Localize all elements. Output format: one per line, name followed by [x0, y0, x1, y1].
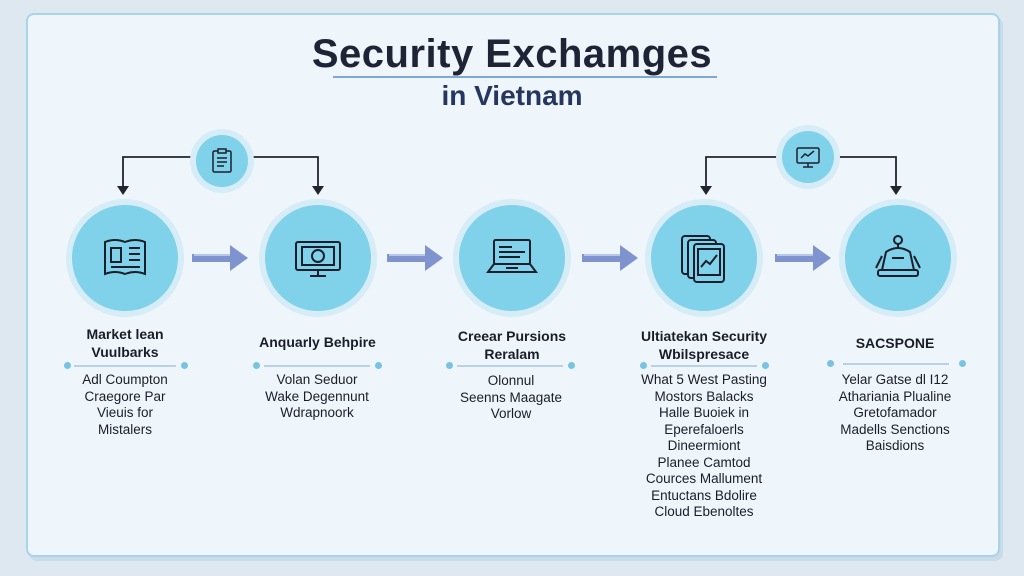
step-3-node	[459, 205, 565, 311]
description-line: Yelar Gatse dl I12	[841, 372, 949, 387]
step-2-node	[265, 205, 371, 311]
description-line: Vieuis for	[96, 405, 154, 420]
bullet-dot	[64, 362, 71, 369]
monitor-icon	[796, 147, 820, 168]
step-4-heading-line: Ultiatekan Security	[640, 328, 768, 344]
heading-rule	[457, 365, 563, 367]
robot-icon	[875, 235, 921, 277]
heading-rule	[651, 365, 757, 367]
bullet-dot	[181, 362, 188, 369]
diagram-subtitle: in Vietnam	[441, 80, 583, 111]
description-line: Athariania Plualine	[838, 388, 952, 404]
description-line: Craegore Par	[84, 388, 166, 404]
step-4-description: What 5 West Pasting Mostors Balacks Hall…	[622, 372, 786, 521]
flow-arrow-3	[582, 245, 638, 271]
step-5-heading: SACSPONE	[830, 334, 960, 352]
description-line: What 5 West Pasting	[641, 372, 767, 387]
description-line: Planee Camtod	[657, 454, 751, 470]
bullet-dot	[640, 362, 647, 369]
step-1-heading-line: Vuulbarks	[91, 344, 159, 360]
step-1-heading: Market lean Vuulbarks	[60, 325, 190, 361]
description-line: Mistalers	[97, 421, 152, 437]
laptop-icon	[486, 239, 538, 273]
cash-monitor-icon	[295, 241, 341, 277]
step-4-heading: Ultiatekan Security Wbilspresace	[620, 327, 788, 363]
step-4-heading-line: Wbilspresace	[658, 346, 750, 362]
description-line: Olonnul	[487, 373, 535, 388]
step-2-description: Volan Seduor Wake Degennunt Wdrapnoork	[242, 372, 392, 422]
tablet-stack-icon	[681, 235, 725, 283]
description-line: Adl Coumpton	[82, 372, 168, 387]
description-line: Seenns Maagate	[459, 389, 563, 405]
connector-node-2	[782, 131, 834, 183]
step-1-node	[72, 205, 178, 311]
bullet-dot	[446, 362, 453, 369]
step-5-description: Yelar Gatse dl I12 Athariania Plualine G…	[820, 372, 970, 455]
description-line: Vorlow	[490, 406, 532, 421]
description-line: Cources Mallument	[645, 471, 763, 486]
description-line: Entuctans Bdolire	[651, 487, 757, 503]
bullet-dot	[375, 362, 382, 369]
heading-rule	[264, 365, 370, 367]
description-line: Halle Buoiek in	[658, 405, 750, 420]
connector-node-1	[196, 135, 248, 187]
description-line: Cloud Ebenoltes	[654, 504, 754, 519]
step-5-node	[845, 205, 951, 311]
step-1-heading-line: Market lean	[86, 326, 164, 342]
flow-arrow-1	[192, 245, 248, 271]
step-3-heading-line: Reralam	[484, 346, 540, 362]
clipboard-icon	[212, 148, 232, 173]
heading-rule	[843, 363, 949, 365]
flow-arrow-4	[775, 245, 831, 271]
description-line: Baisdions	[865, 438, 925, 453]
title-underline	[333, 76, 717, 78]
step-3-description: Olonnul Seenns Maagate Vorlow	[436, 373, 586, 423]
description-line: Mostors Balacks	[654, 388, 754, 404]
step-4-node	[651, 205, 757, 311]
description-line: Dineermiont	[667, 438, 741, 453]
description-line: Eperefaloerls	[664, 421, 744, 437]
bullet-dot	[827, 360, 834, 367]
step-5-heading-line: SACSPONE	[855, 335, 935, 351]
step-2-heading: Anquarly Behpire	[240, 333, 395, 351]
step-1-description: Adl Coumpton Craegore Par Vieuis for Mis…	[50, 372, 200, 438]
description-line: Gretofamador	[853, 405, 937, 420]
heading-rule	[74, 365, 176, 367]
diagram-title: Security Exchamges	[311, 32, 713, 76]
description-line: Wdrapnoork	[280, 405, 354, 420]
description-line: Volan Seduor	[276, 372, 358, 387]
newspaper-icon	[104, 239, 146, 276]
step-2-heading-line: Anquarly Behpire	[259, 334, 376, 350]
description-line: Madells Senctions	[840, 421, 950, 437]
description-line: Wake Degennunt	[265, 388, 369, 404]
bullet-dot	[762, 362, 769, 369]
step-3-heading-line: Creear Pursions	[457, 328, 567, 344]
bullet-dot	[959, 360, 966, 367]
bullet-dot	[253, 362, 260, 369]
bullet-dot	[568, 362, 575, 369]
flow-arrow-2	[387, 245, 443, 271]
step-3-heading: Creear Pursions Reralam	[437, 327, 587, 363]
